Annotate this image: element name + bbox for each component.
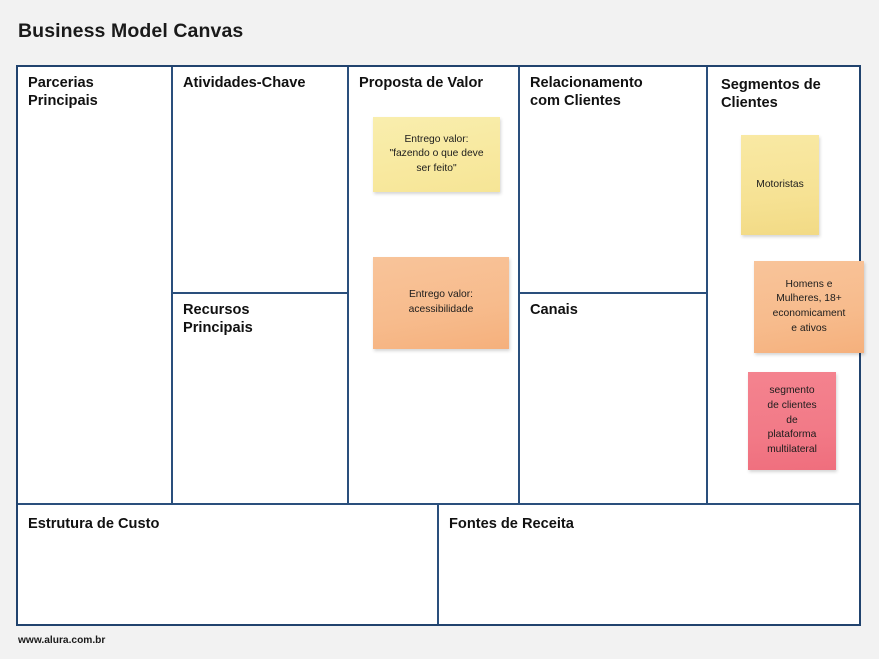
- block-channels[interactable]: Canais: [520, 294, 706, 503]
- sticky-note-value-accessibility[interactable]: Entrego valor: acessibilidade: [373, 257, 509, 349]
- divider-relations-segments: [706, 67, 708, 503]
- divider-activities-value: [347, 67, 349, 503]
- sticky-note-multisided-platform[interactable]: segmento de clientes de plataforma multi…: [748, 372, 836, 470]
- block-customer-relations[interactable]: Relacionamento com Clientes: [520, 67, 706, 292]
- block-cost-structure[interactable]: Estrutura de Custo: [18, 505, 437, 624]
- block-title-revenue-streams: Fontes de Receita: [449, 516, 574, 532]
- divider-cost-revenue: [437, 503, 439, 624]
- divider-value-relations: [518, 67, 520, 503]
- block-title-channels: Canais: [530, 302, 578, 318]
- block-value-proposition[interactable]: Proposta de Valor Entrego valor: "fazend…: [349, 67, 518, 503]
- business-model-canvas: Parcerias Principais Atividades-Chave Re…: [16, 65, 864, 626]
- divider-partners-activities: [171, 67, 173, 503]
- sticky-note-demographics[interactable]: Homens e Mulheres, 18+ economicament e a…: [754, 261, 864, 353]
- block-key-partners[interactable]: Parcerias Principais: [18, 67, 171, 503]
- page-title: Business Model Canvas: [18, 20, 244, 42]
- block-title-cost-structure: Estrutura de Custo: [28, 516, 160, 532]
- block-title-customer-relations: Relacionamento com Clientes: [530, 75, 643, 109]
- sticky-note-value-delivery[interactable]: Entrego valor: "fazendo o que deve ser f…: [373, 117, 500, 192]
- block-key-resources[interactable]: Recursos Principais: [173, 294, 347, 503]
- block-title-customer-segments: Segmentos de Clientes: [721, 77, 821, 111]
- block-title-value-proposition: Proposta de Valor: [359, 75, 484, 91]
- divider-activities-resources: [171, 292, 347, 294]
- block-title-key-activities: Atividades-Chave: [183, 75, 306, 91]
- block-revenue-streams[interactable]: Fontes de Receita: [439, 505, 859, 624]
- sticky-note-drivers[interactable]: Motoristas: [741, 135, 819, 235]
- block-key-activities[interactable]: Atividades-Chave: [173, 67, 347, 292]
- footer-url: www.alura.com.br: [18, 635, 106, 646]
- block-title-key-partners: Parcerias Principais: [28, 75, 98, 109]
- block-customer-segments[interactable]: Segmentos de Clientes Motoristas Homens …: [708, 67, 864, 503]
- block-title-key-resources: Recursos Principais: [183, 302, 253, 336]
- divider-relations-channels: [518, 292, 706, 294]
